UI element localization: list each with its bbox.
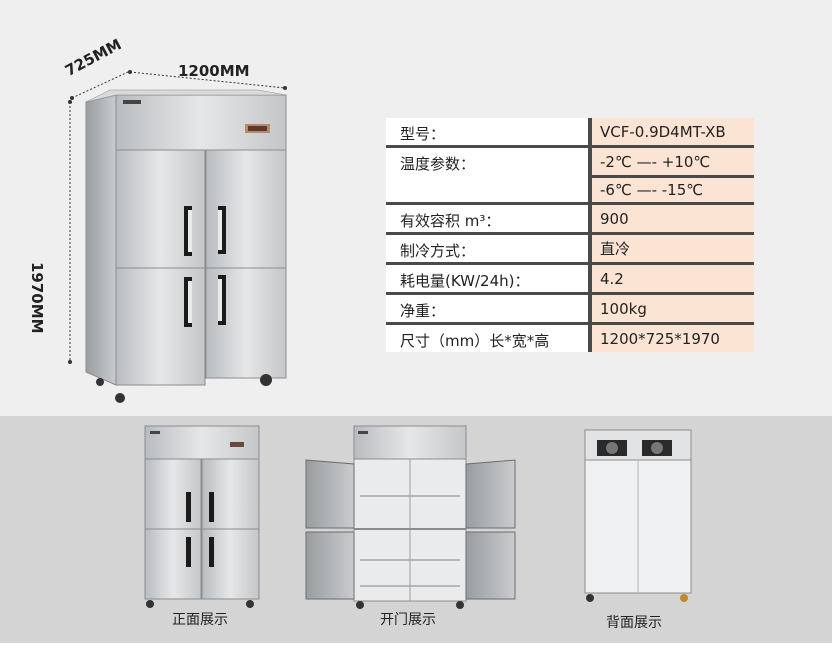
spec-value-cell: 4.2	[592, 265, 754, 292]
main-fridge-illustration	[68, 70, 287, 403]
spec-value: VCF-0.9D4MT-XB	[600, 122, 726, 141]
back-view-caption: 背面展示	[606, 615, 662, 631]
spec-divider	[588, 295, 592, 322]
height-dimension: 1970MM	[28, 262, 46, 334]
view-illustrations	[144, 425, 692, 609]
spec-row-volume: 有效容积 m³： 900	[386, 205, 754, 235]
spec-row-weight: 净重： 100kg	[386, 295, 754, 325]
bottom-strip	[0, 643, 832, 653]
spec-label: 净重：	[386, 295, 588, 322]
spec-value: 1200*725*1970	[600, 329, 720, 348]
spec-label: 耗电量(KW/24h)：	[386, 265, 588, 292]
back-view-image	[584, 429, 692, 602]
spec-value: 900	[600, 209, 629, 228]
spec-row-model: 型号： VCF-0.9D4MT-XB	[386, 118, 754, 148]
spec-row-temperature: 温度参数： -2℃ —- +10℃ -6℃ —- -15℃	[386, 148, 754, 205]
spec-label: 有效容积 m³：	[386, 205, 588, 232]
front-view-image	[144, 425, 260, 608]
spec-label: 尺寸（mm）长*宽*高	[386, 325, 588, 352]
spec-row-power: 耗电量(KW/24h)： 4.2	[386, 265, 754, 295]
spec-value-cell: 1200*725*1970	[592, 325, 754, 352]
spec-divider	[588, 265, 592, 292]
spec-row-cooling: 制冷方式： 直冷	[386, 235, 754, 265]
spec-value-cell: -2℃ —- +10℃ -6℃ —- -15℃	[592, 148, 754, 202]
spec-divider	[588, 118, 592, 145]
spec-value-cell: 直冷	[592, 235, 754, 262]
open-view-image	[305, 425, 516, 609]
spec-divider	[588, 205, 592, 232]
spec-divider	[588, 235, 592, 262]
front-view-caption: 正面展示	[172, 612, 228, 628]
open-view-caption: 开门展示	[380, 612, 436, 628]
width-dimension: 1200MM	[178, 62, 250, 80]
spec-value: 100kg	[600, 299, 647, 318]
dimension-lines	[69, 71, 286, 362]
spec-value-cell: 900	[592, 205, 754, 232]
spec-divider	[588, 325, 592, 352]
spec-label: 温度参数：	[386, 148, 588, 202]
spec-value: 4.2	[600, 269, 624, 288]
spec-value: -6℃ —- -15℃	[592, 175, 754, 202]
spec-value-cell: VCF-0.9D4MT-XB	[592, 118, 754, 145]
spec-value: 直冷	[600, 240, 631, 258]
spec-table: 型号： VCF-0.9D4MT-XB 温度参数： -2℃ —- +10℃ -6℃…	[386, 118, 754, 352]
spec-row-size: 尺寸（mm）长*宽*高 1200*725*1970	[386, 325, 754, 352]
spec-label: 制冷方式：	[386, 235, 588, 262]
spec-value-cell: 100kg	[592, 295, 754, 322]
spec-divider	[588, 148, 592, 202]
spec-label: 型号：	[386, 118, 588, 145]
spec-value: -2℃ —- +10℃	[600, 152, 711, 171]
